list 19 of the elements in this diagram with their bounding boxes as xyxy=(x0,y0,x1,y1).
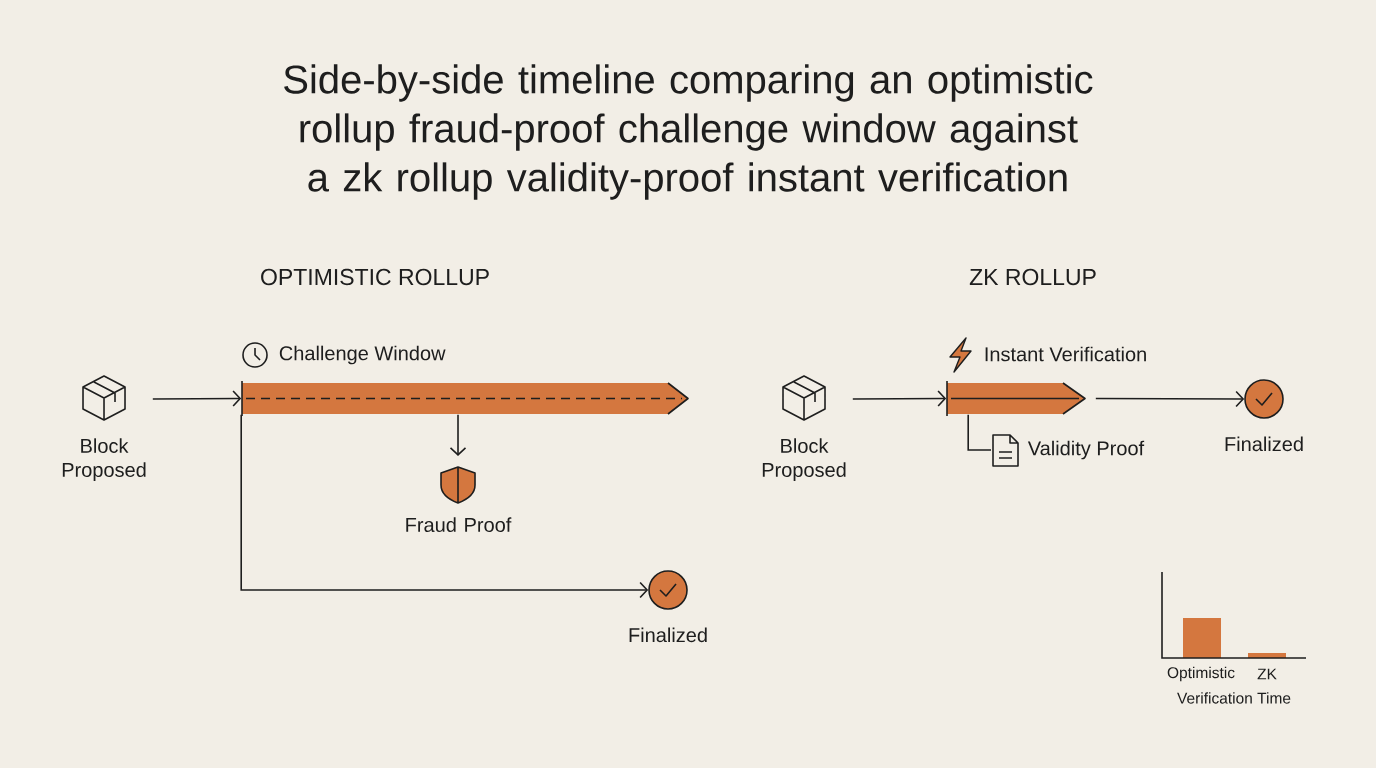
node-label: Validity Proof xyxy=(1027,440,1145,460)
section-heading: ZK ROLLUP xyxy=(969,268,1096,286)
arrow xyxy=(1235,390,1245,408)
node-label: Finalized xyxy=(629,627,707,643)
arrow xyxy=(240,414,649,599)
node-label: Block Proposed xyxy=(62,438,146,481)
axis-label: Optimistic xyxy=(1167,666,1235,682)
arrow xyxy=(152,390,242,407)
node-label: Fraud Proof xyxy=(406,517,512,532)
bar-heading: Instant Verification xyxy=(985,346,1146,362)
bar-heading: Challenge Window xyxy=(279,345,446,365)
node-label: Block Proposed xyxy=(762,438,846,481)
section-heading: OPTIMISTIC ROLLUP xyxy=(261,268,489,286)
arrow xyxy=(852,390,947,407)
title: Side-by-side timeline comparing an optimistic rollup fraud-proof challenge window against a zk rollup validity-proof instant verification xyxy=(284,64,1093,200)
axis-title: Verification Time xyxy=(1177,692,1291,704)
node-label: Finalized xyxy=(1225,436,1303,452)
axis-label: ZK xyxy=(1257,668,1277,680)
arrow xyxy=(449,414,467,456)
